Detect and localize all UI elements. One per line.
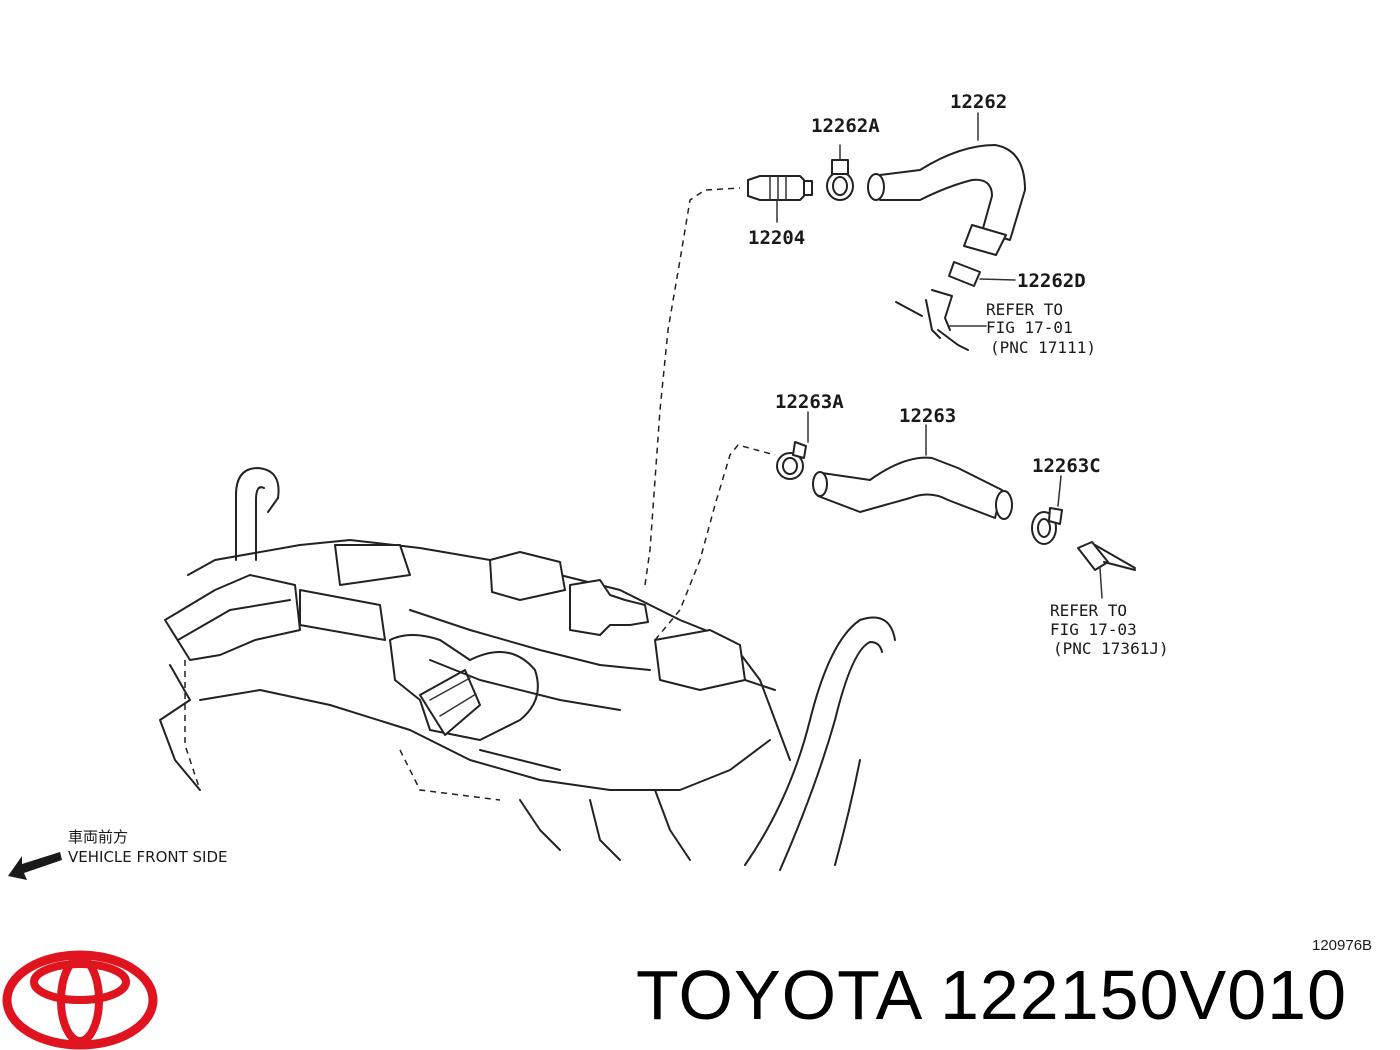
- callout-12263C: 12263C: [1032, 455, 1101, 477]
- refer-upper-line1: REFER TO: [986, 300, 1063, 319]
- callout-12263: 12263: [899, 405, 956, 427]
- part-number: 122150V010: [939, 956, 1348, 1034]
- toyota-logo-icon: [2, 950, 158, 1050]
- arrow-left-down-icon: [8, 852, 62, 880]
- connector-12262D: [948, 261, 1016, 287]
- clamp-12262A: [826, 144, 854, 201]
- engine-assembly: [159, 467, 896, 871]
- refer-stub-lower: [1077, 541, 1136, 599]
- vehicle-front-indicator: 車両前方 VEHICLE FRONT SIDE: [8, 828, 228, 880]
- callout-12262: 12262: [950, 91, 1007, 113]
- refer-lower-line3: (PNC 17361J): [1053, 639, 1169, 658]
- clamp-12263C: [1031, 475, 1063, 545]
- refer-note-lower: REFER TO FIG 17-03 (PNC 17361J): [1050, 601, 1169, 658]
- callout-12262D: 12262D: [1017, 270, 1086, 292]
- hose-12262: [867, 112, 1026, 256]
- refer-lower-line2: FIG 17-03: [1050, 620, 1137, 639]
- refer-stub-upper: [895, 289, 987, 351]
- upper-hose-assembly: [644, 112, 1026, 586]
- clamp-12263A: [776, 411, 809, 480]
- refer-lower-line1: REFER TO: [1050, 601, 1127, 620]
- callout-12262A: 12262A: [811, 115, 880, 137]
- hose-12263: [812, 424, 1013, 520]
- lower-hose-assembly: [654, 411, 1136, 641]
- refer-upper-line2: FIG 17-01: [986, 318, 1073, 337]
- front-label-japanese: 車両前方: [68, 828, 128, 846]
- callout-12204: 12204: [748, 227, 805, 249]
- leader-12204: [644, 187, 741, 586]
- refer-upper-line3: (PNC 17111): [990, 338, 1096, 357]
- front-label-english: VEHICLE FRONT SIDE: [68, 848, 228, 866]
- drawing-ref: 120976B: [1312, 937, 1372, 954]
- brand-part-number: TOYOTA 122150V010: [636, 960, 1347, 1030]
- leader-lower: [654, 444, 776, 641]
- callout-12263A: 12263A: [775, 391, 844, 413]
- brand-name: TOYOTA: [636, 956, 920, 1034]
- refer-note-upper: REFER TO FIG 17-01 (PNC 17111): [986, 300, 1096, 357]
- pcv-valve-12204: [747, 175, 813, 223]
